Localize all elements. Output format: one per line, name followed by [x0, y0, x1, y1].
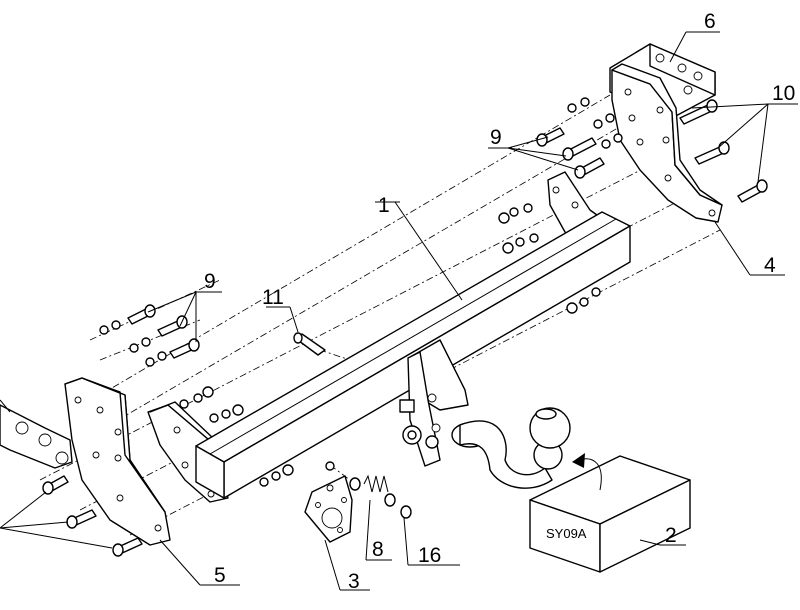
- socket-plate: [304, 475, 353, 543]
- tow-ball-neck: [459, 420, 553, 489]
- spring-washer-set: [325, 461, 412, 519]
- nut-washer-group-upper-right: [498, 203, 539, 254]
- package-label: SY09A: [546, 526, 587, 541]
- callout-9-left: 9: [204, 270, 216, 293]
- side-bracket-left: [64, 377, 171, 546]
- callout-6: 6: [704, 10, 716, 33]
- tow-ball: [529, 407, 571, 470]
- callout-2: 2: [665, 524, 677, 547]
- package-box: [529, 455, 691, 573]
- bolts-10: [679, 99, 768, 203]
- bolt-11: [293, 332, 326, 356]
- bolts-9-top: [536, 97, 623, 179]
- callout-16: 16: [418, 544, 441, 567]
- callout-3: 3: [348, 570, 360, 593]
- callout-10: 10: [772, 82, 795, 105]
- tow-ball-mount: [399, 339, 489, 467]
- leader-lines: [0, 31, 798, 591]
- callout-11: 11: [262, 286, 284, 309]
- bolts-9-left: [99, 304, 200, 367]
- nut-washer-group-left-beam: [179, 386, 294, 487]
- mounting-plate-left: [0, 404, 73, 469]
- nut-washer-group-lower-right: [566, 287, 601, 314]
- callout-9-top: 9: [490, 126, 502, 149]
- curved-arrow: [572, 453, 602, 491]
- bolts-lower-left: [42, 475, 143, 557]
- callout-5: 5: [214, 564, 226, 587]
- callout-8: 8: [372, 538, 384, 561]
- callout-1: 1: [378, 194, 390, 217]
- callout-4: 4: [764, 254, 776, 277]
